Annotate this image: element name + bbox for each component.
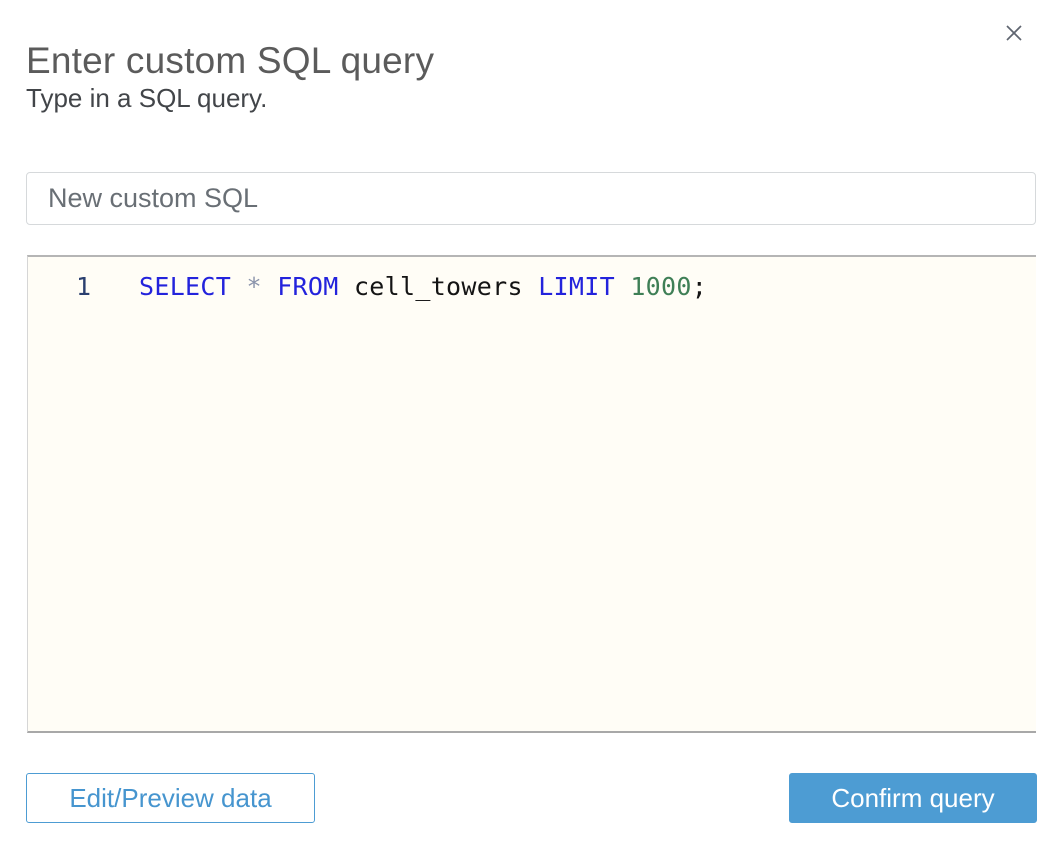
sql-code-editor[interactable]: 1 SELECT * FROM cell_towers LIMIT 1000; bbox=[27, 255, 1036, 733]
edit-preview-data-button[interactable]: Edit/Preview data bbox=[26, 773, 315, 823]
sql-keyword: FROM bbox=[277, 272, 339, 301]
sql-keyword: LIMIT bbox=[538, 272, 615, 301]
close-button[interactable] bbox=[997, 16, 1031, 50]
page-title: Enter custom SQL query bbox=[26, 39, 435, 81]
instruction-text: Type in a SQL query. bbox=[26, 83, 268, 113]
sql-operator: * bbox=[246, 272, 262, 301]
confirm-query-button[interactable]: Confirm query bbox=[789, 773, 1037, 823]
sql-number: 1000 bbox=[630, 272, 692, 301]
sql-identifier: cell_towers bbox=[353, 272, 523, 301]
close-icon bbox=[1003, 22, 1025, 44]
code-line-content: SELECT * FROM cell_towers LIMIT 1000; bbox=[139, 270, 707, 303]
code-line: 1 SELECT * FROM cell_towers LIMIT 1000; bbox=[28, 270, 1036, 303]
line-number: 1 bbox=[75, 272, 91, 301]
sql-keyword: SELECT bbox=[139, 272, 232, 301]
query-name-input[interactable] bbox=[26, 172, 1036, 225]
sql-punctuation: ; bbox=[691, 272, 708, 301]
